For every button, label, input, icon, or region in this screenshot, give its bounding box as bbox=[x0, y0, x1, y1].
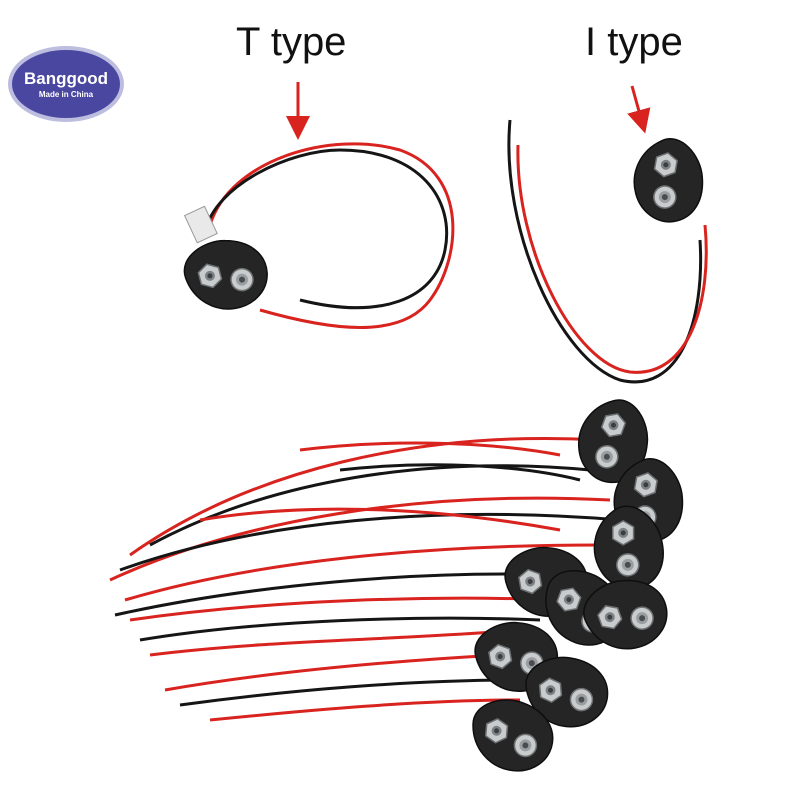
connector-bundle bbox=[109, 396, 695, 774]
t-type-label: T type bbox=[236, 20, 347, 64]
i-type-label: I type bbox=[585, 20, 683, 64]
i-type-connector bbox=[507, 119, 715, 384]
logo-brand-text: Banggood bbox=[23, 69, 109, 88]
i-type-black-wire bbox=[507, 119, 703, 384]
i-type-red-wire bbox=[516, 144, 708, 374]
t-type-red-wire bbox=[208, 142, 455, 329]
logo-tagline-text: Made in China bbox=[38, 90, 94, 99]
t-type-black-wire bbox=[203, 148, 449, 310]
i-type-arrow bbox=[627, 85, 651, 134]
logo-badge-shape bbox=[8, 46, 124, 122]
banggood-logo: Banggood Made in China bbox=[6, 44, 126, 124]
t-type-connector bbox=[178, 142, 455, 329]
